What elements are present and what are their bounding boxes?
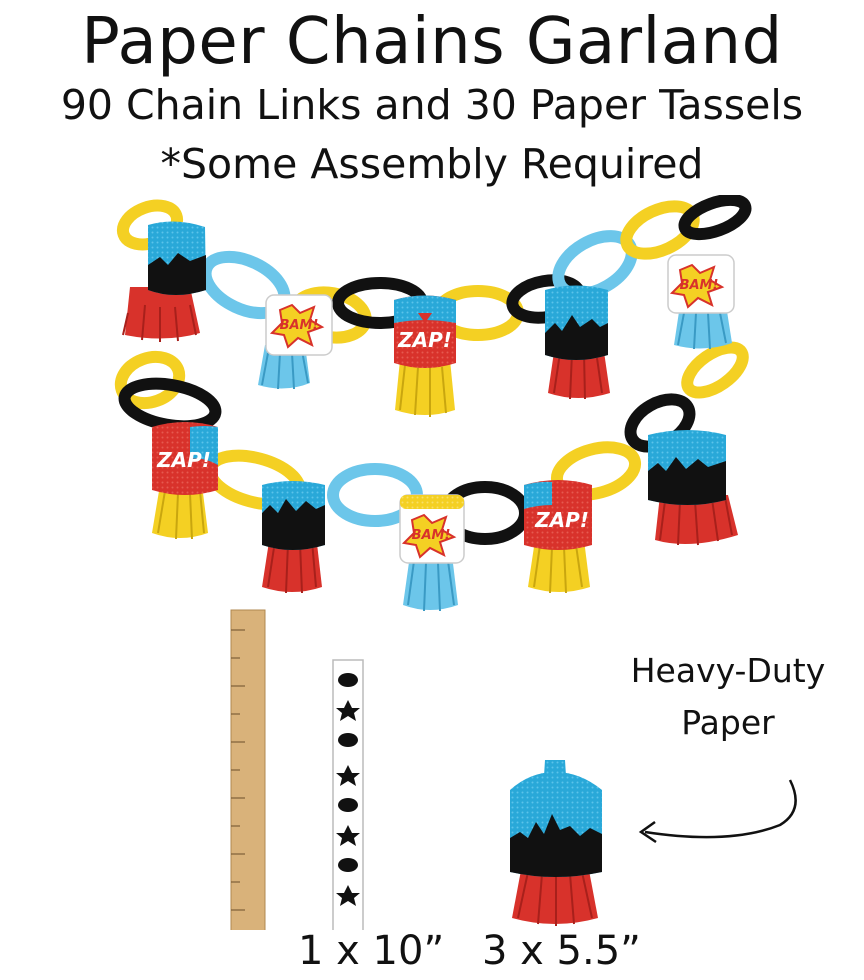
tassel-top-4 [545,285,610,400]
zap-label: ZAP! [397,328,452,352]
curved-arrow-icon [638,779,797,844]
tassel-bottom-4: ZAP! [524,480,592,594]
tassel-bottom-5 [648,430,738,546]
tassel-bottom-1: ZAP! [152,422,218,540]
callout-line-2: Paper [681,703,775,742]
tassel-sample [510,760,602,926]
link-dimension: 1 x 10” [298,928,445,974]
tassel-top-2: BAM! [258,294,333,390]
bam-label: BAM! [680,278,719,293]
tassel-top-5: BAM! [667,254,735,350]
tassel-bottom-3: BAM! [399,494,465,612]
chain-link-strip [332,659,364,930]
assembly-note: *Some Assembly Required [160,140,704,188]
zap-label: ZAP! [156,448,211,472]
tassel-bottom-2 [262,481,325,594]
bam-label: BAM! [280,318,319,333]
heavy-duty-paper-callout: Heavy-Duty Paper [590,645,864,749]
garland-illustration: BAM! ZAP! BAM! ZAP! [114,195,752,612]
page-subtitle: 90 Chain Links and 30 Paper Tassels [60,81,804,129]
bam-label: BAM! [412,528,451,543]
zap-label: ZAP! [534,508,589,532]
tassel-top-1 [122,221,206,342]
tassel-top-3: ZAP! [394,295,456,417]
components-illustration [230,609,797,930]
callout-line-1: Heavy-Duty [630,651,826,690]
page-title: Paper Chains Garland [81,5,783,79]
ruler [230,609,266,930]
tassel-dimension: 3 x 5.5” [482,928,641,974]
